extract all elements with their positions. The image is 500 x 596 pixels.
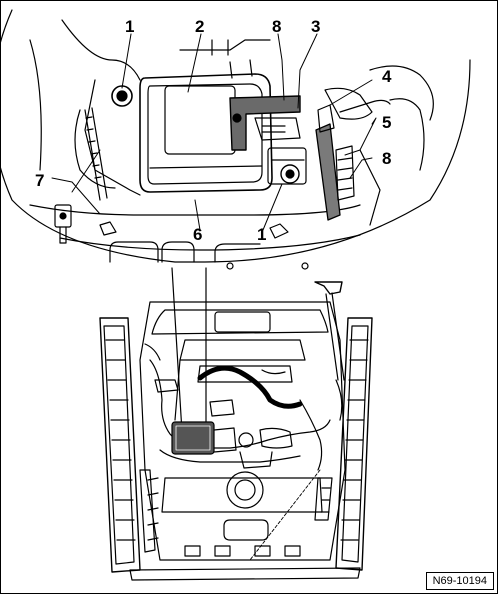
control-unit-overview bbox=[171, 421, 293, 469]
figure-reference-code: N69-10194 bbox=[425, 572, 494, 590]
callout-4-plug: 4 bbox=[382, 67, 392, 86]
sensor-connector bbox=[54, 149, 101, 244]
callout-8-top-connector: 8 bbox=[272, 17, 282, 36]
callout-3-bracket: 3 bbox=[311, 17, 321, 36]
callout-1-bolt-bottom: 1 bbox=[257, 225, 267, 244]
leader-lines bbox=[51, 33, 377, 231]
callout-6-support: 6 bbox=[193, 225, 203, 244]
callout-5-lever: 5 bbox=[382, 113, 392, 132]
bolt-1-top bbox=[111, 85, 133, 107]
callout-1-bolt-top: 1 bbox=[125, 17, 135, 36]
control-unit bbox=[139, 59, 273, 193]
magnifier-cone-left bbox=[171, 267, 183, 433]
callout-7-sensor: 7 bbox=[35, 171, 45, 190]
connector-bracket bbox=[229, 95, 307, 185]
release-lever bbox=[315, 87, 391, 221]
callout-2-control-unit: 2 bbox=[195, 17, 205, 36]
seat-frame-overview bbox=[99, 281, 373, 581]
detail-magnifier bbox=[0, 9, 471, 433]
callout-8-right-connector: 8 bbox=[382, 149, 392, 168]
